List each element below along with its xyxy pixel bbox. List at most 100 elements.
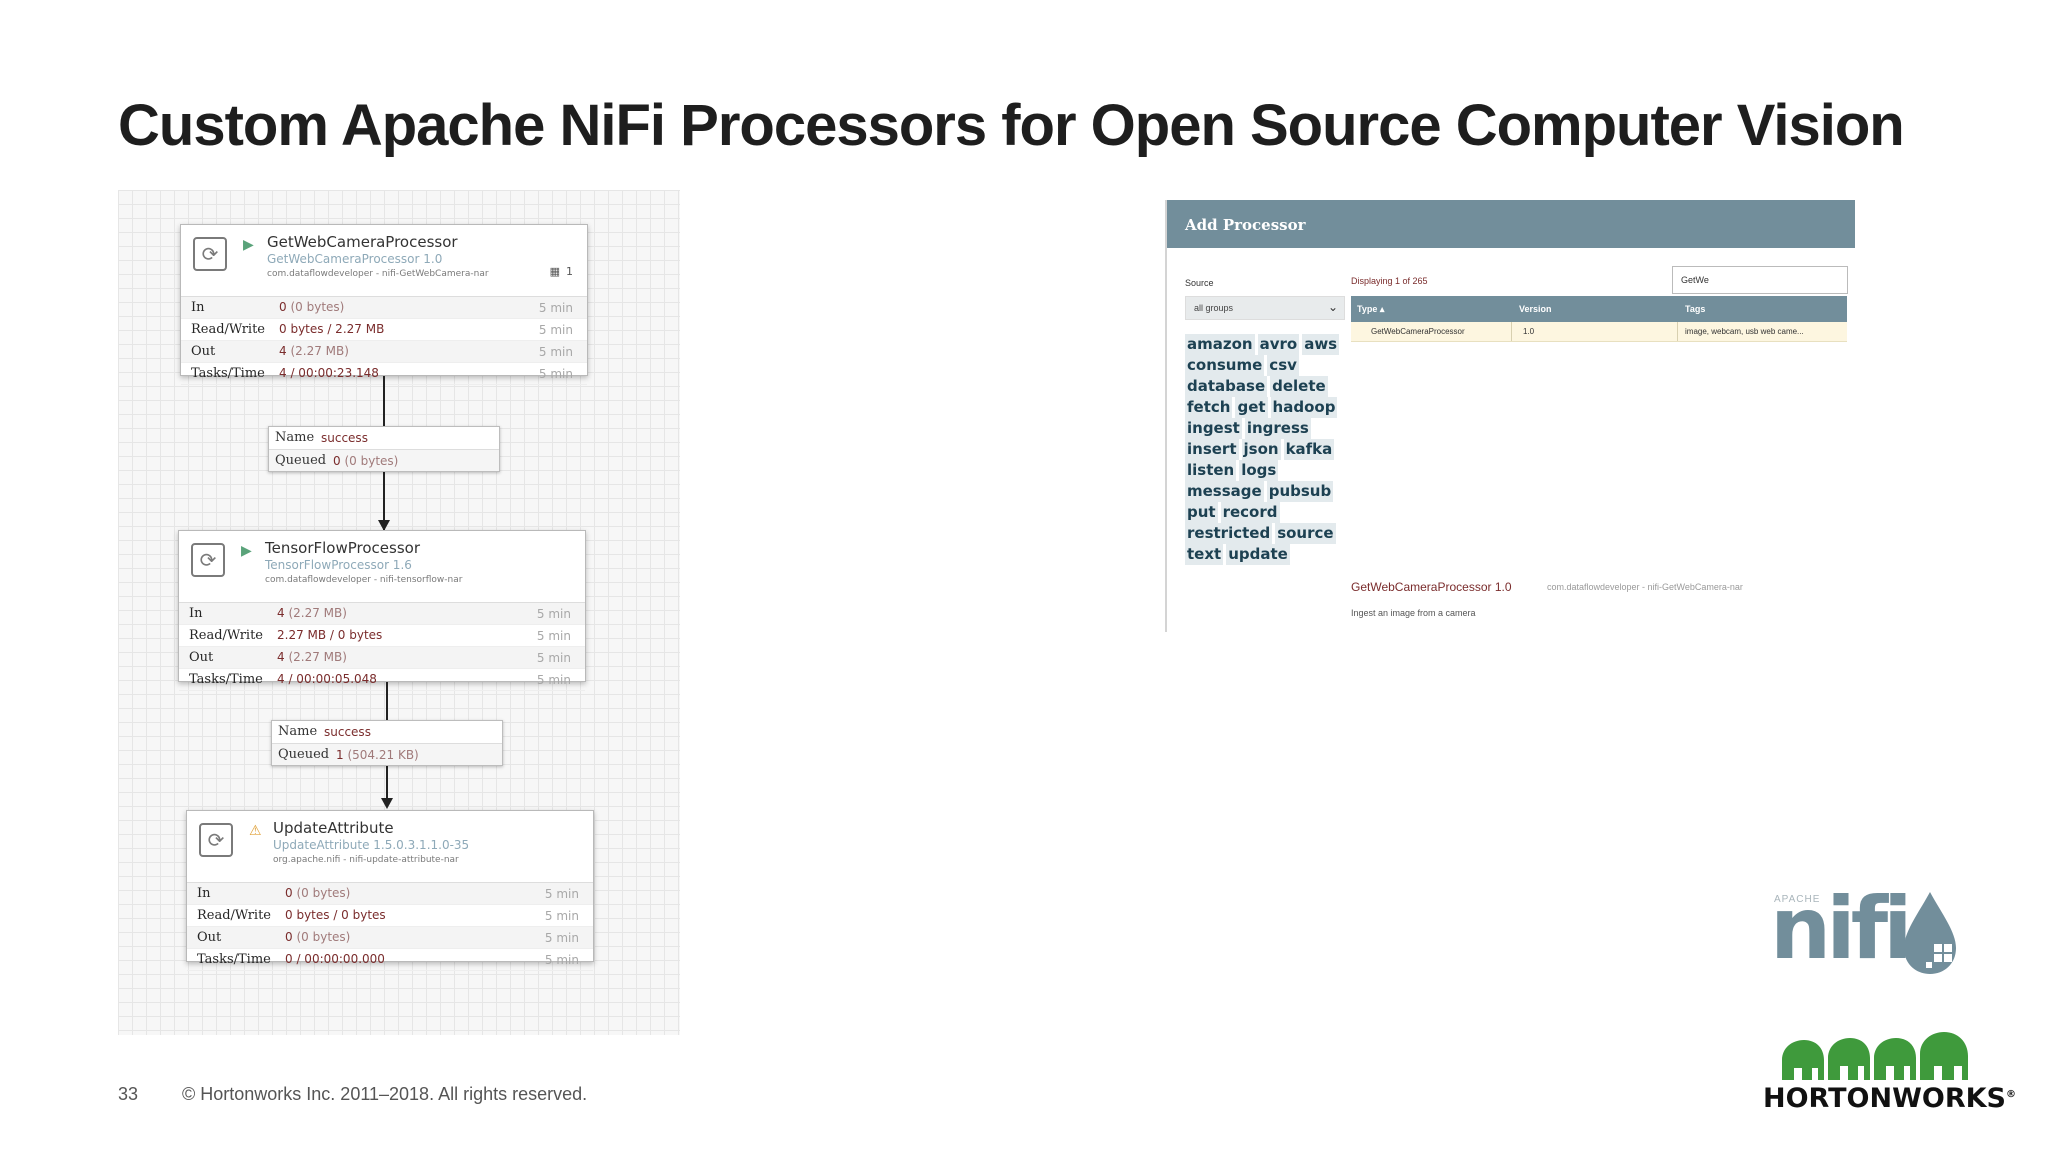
connection-queued-label: Queued [278, 747, 330, 762]
add-processor-dialog: Add Processor Source all groups ⌄ amazon… [1165, 200, 1855, 632]
play-icon: ▶ [241, 543, 252, 559]
tag-get[interactable]: get [1235, 397, 1268, 418]
column-tags[interactable]: Tags [1685, 304, 1706, 314]
column-type[interactable]: Type ▴ [1357, 304, 1385, 314]
tag-restricted[interactable]: restricted [1185, 523, 1273, 544]
tag-pubsub[interactable]: pubsub [1266, 481, 1334, 502]
stat-label: Read/Write [191, 322, 266, 337]
tag-hadoop[interactable]: hadoop [1270, 397, 1338, 418]
tag-text[interactable]: text [1185, 544, 1224, 565]
processor-icon: ⟳ [199, 823, 233, 857]
connection-queued: 1 [336, 748, 344, 762]
stat-sub: (0 bytes) [296, 930, 351, 944]
arrow-head-icon [381, 798, 393, 809]
stat-value: 4 [279, 344, 287, 358]
tag-avro[interactable]: avro [1257, 334, 1300, 355]
stat-label: In [191, 300, 205, 315]
stat-sub: (2.27 MB) [290, 344, 349, 358]
processor-type: TensorFlowProcessor 1.6 [265, 558, 412, 572]
stat-window: 5 min [536, 629, 571, 643]
stat-value: 0 bytes / 0 bytes [285, 908, 386, 922]
tag-insert[interactable]: insert [1185, 439, 1239, 460]
tag-kafka[interactable]: kafka [1283, 439, 1335, 460]
processor-updateattribute[interactable]: ⟳ ⚠ UpdateAttribute UpdateAttribute 1.5.… [186, 810, 594, 971]
tag-record[interactable]: record [1220, 502, 1280, 523]
play-icon: ▶ [243, 237, 254, 253]
row-version: 1.0 [1523, 327, 1535, 336]
connection-name: success [324, 725, 371, 739]
connection-name: success [321, 431, 368, 445]
processor-name: UpdateAttribute [273, 819, 394, 837]
tag-csv[interactable]: csv [1267, 355, 1299, 376]
processor-grid-row[interactable]: GetWebCameraProcessor 1.0 image, webcam,… [1351, 322, 1847, 342]
tag-amazon[interactable]: amazon [1185, 334, 1255, 355]
selected-processor-title: GetWebCameraProcessor 1.0 [1351, 580, 1512, 594]
stat-sub: (2.27 MB) [288, 606, 347, 620]
tag-json[interactable]: json [1241, 439, 1281, 460]
tag-listen[interactable]: listen [1185, 460, 1237, 481]
hortonworks-wordmark: HORTONWORKS [1763, 1083, 2006, 1114]
processor-header: ⟳ ⚠ UpdateAttribute UpdateAttribute 1.5.… [187, 811, 593, 883]
source-select[interactable]: all groups ⌄ [1185, 296, 1345, 320]
slide-title: Custom Apache NiFi Processors for Open S… [118, 93, 1905, 158]
processor-getwebcamera[interactable]: ⟳ ▶ GetWebCameraProcessor GetWebCameraPr… [180, 224, 588, 385]
selected-processor-description: Ingest an image from a camera [1351, 608, 1476, 618]
filter-input[interactable]: GetWe [1672, 266, 1848, 294]
stat-value: 0 [279, 300, 287, 314]
nifi-droplet-icon [1904, 892, 1956, 974]
connection-line[interactable] [383, 376, 385, 582]
stat-label: In [189, 606, 203, 621]
processor-bundle: org.apache.nifi - nifi-update-attribute-… [273, 855, 459, 865]
flow-canvas[interactable]: ⟳ ▶ GetWebCameraProcessor GetWebCameraPr… [118, 190, 680, 1035]
tag-logs[interactable]: logs [1239, 460, 1279, 481]
stat-sub: (0 bytes) [290, 300, 345, 314]
stat-window: 5 min [544, 887, 579, 901]
connection-queued-label: Queued [275, 453, 327, 468]
stat-window: 5 min [538, 301, 573, 315]
stat-row: In 0 (0 bytes) 5 min [181, 297, 587, 319]
connection-queued: 0 [333, 454, 341, 468]
page-number: 33 [118, 1084, 139, 1104]
stat-window: 5 min [538, 345, 573, 359]
chevron-down-icon: ⌄ [1327, 300, 1338, 314]
processor-tensorflow[interactable]: ⟳ ▶ TensorFlowProcessor TensorFlowProces… [178, 530, 586, 691]
processor-type: UpdateAttribute 1.5.0.3.1.1.0-35 [273, 838, 470, 852]
stat-value: 4 / 00:00:05.048 [277, 672, 377, 686]
tag-consume[interactable]: consume [1185, 355, 1265, 376]
column-version[interactable]: Version [1519, 304, 1552, 314]
connection-queued-row: Queued 0 (0 bytes) [269, 449, 499, 471]
connection-name-label: Name [278, 724, 318, 739]
tag-update[interactable]: update [1226, 544, 1290, 565]
tag-message[interactable]: message [1185, 481, 1264, 502]
source-label: Source [1185, 278, 1214, 288]
tag-ingest[interactable]: ingest [1185, 418, 1242, 439]
connection-name-row: Name success [272, 721, 502, 743]
processor-icon: ⟳ [193, 237, 227, 271]
stat-window: 5 min [544, 953, 579, 967]
processor-icon: ⟳ [191, 543, 225, 577]
tag-delete[interactable]: delete [1270, 376, 1328, 397]
connection-queued-size: (0 bytes) [344, 454, 399, 468]
tag-aws[interactable]: aws [1302, 334, 1340, 355]
tag-ingress[interactable]: ingress [1244, 418, 1311, 439]
stat-sub: (2.27 MB) [288, 650, 347, 664]
tag-database[interactable]: database [1185, 376, 1268, 397]
stat-label: Tasks/Time [191, 366, 265, 381]
stat-value: 4 [277, 650, 285, 664]
stat-window: 5 min [538, 323, 573, 337]
tag-source[interactable]: source [1275, 523, 1336, 544]
tag-put[interactable]: put [1185, 502, 1218, 523]
tag-fetch[interactable]: fetch [1185, 397, 1233, 418]
stat-value: 4 / 00:00:23.148 [279, 366, 379, 380]
